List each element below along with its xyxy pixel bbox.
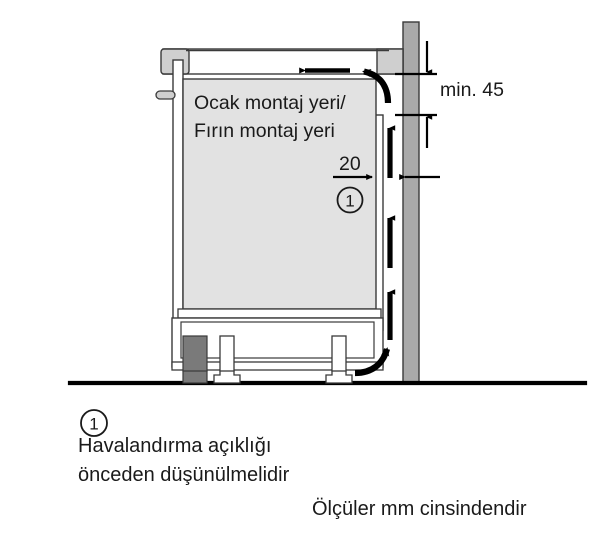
- cabinet-leg: [325, 369, 353, 384]
- legend-block: Havalandırma açıklığı önceden düşünülmel…: [78, 435, 527, 520]
- plinth-and-legs: [182, 335, 353, 384]
- niche-marker-number: 1: [345, 192, 354, 211]
- niche-label-line1: Ocak montaj yeri/: [194, 92, 346, 114]
- cabinet-body: [155, 59, 384, 371]
- airflow-curve-intake: [354, 347, 390, 377]
- dimension-20-label: 20: [339, 153, 361, 175]
- niche-label: Ocak montaj yeri/ Fırın montaj yeri: [194, 92, 346, 142]
- airflow-arrows: [299, 67, 396, 377]
- dimension-20: 20: [333, 153, 440, 180]
- units-note: Ölçüler mm cinsindendir: [312, 498, 527, 520]
- airflow-curve-outlet: [362, 68, 392, 104]
- worktop: [160, 48, 404, 75]
- rear-wall: [402, 21, 420, 385]
- dimension-min-45-label: min. 45: [440, 79, 504, 101]
- cabinet-leg: [213, 369, 241, 384]
- installation-niche: [182, 78, 377, 310]
- niche-label-line2: Fırın montaj yeri: [194, 120, 335, 142]
- dimension-min-45: min. 45: [395, 41, 504, 148]
- legend-marker-1: 1: [80, 409, 108, 437]
- niche-marker-1: 1: [336, 186, 364, 214]
- legend-line-1: Havalandırma açıklığı: [78, 435, 271, 457]
- legend-line-2: önceden düşünülmelidir: [78, 464, 290, 486]
- legend-marker-number: 1: [89, 415, 98, 434]
